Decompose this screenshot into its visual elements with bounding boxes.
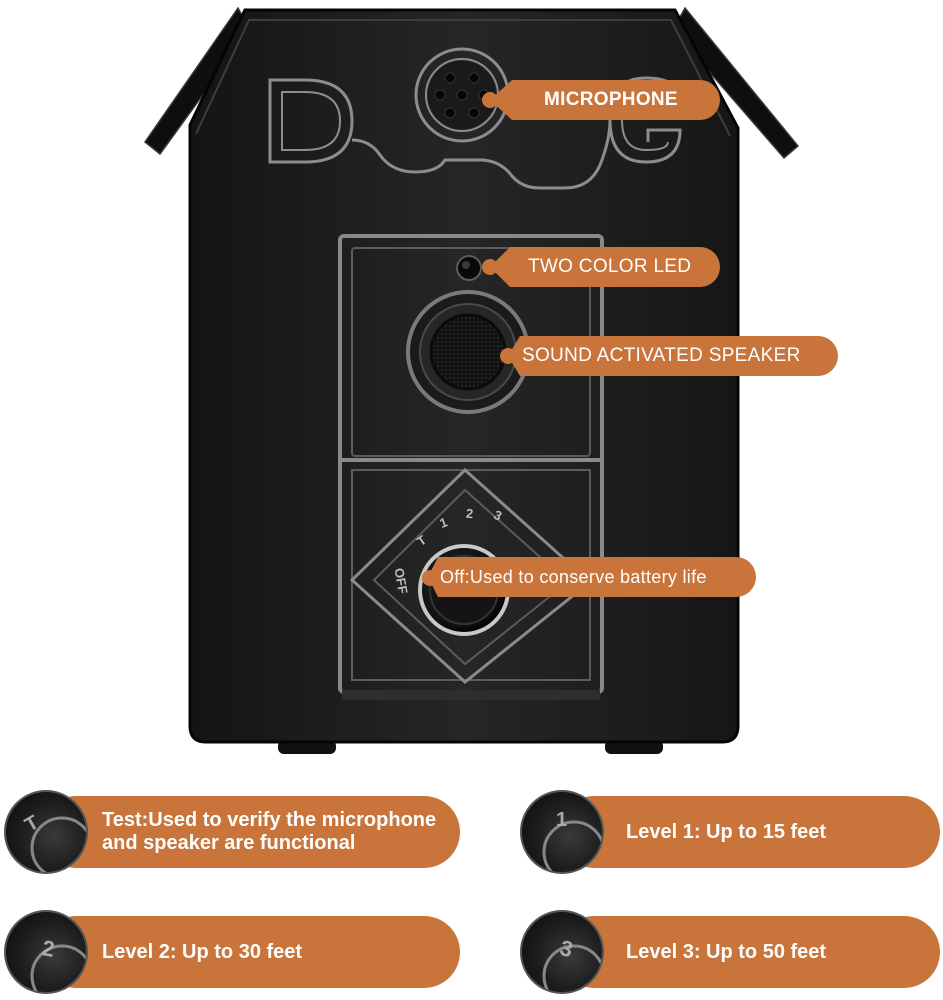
feature-test-line1: Test:Used to verify the microphone	[102, 809, 437, 831]
feature-level-1-label: Level 1: Up to 15 feet	[626, 820, 827, 843]
microphone-holes	[434, 72, 490, 119]
dog-logo	[268, 47, 682, 190]
microphone-label: MICROPHONE	[544, 89, 678, 110]
speaker-callout: SOUND ACTIVATED SPEAKER	[508, 336, 838, 376]
svg-text:1: 1	[556, 809, 567, 831]
feature-test: Test:Used to verify the microphone and s…	[40, 796, 460, 868]
feature-level-1: Level 1: Up to 15 feet	[558, 796, 940, 868]
led-label: TWO COLOR LED	[528, 256, 692, 277]
dial-mark-1: 1	[438, 514, 450, 531]
dial-test-icon: T	[4, 790, 88, 874]
two-color-led	[456, 255, 482, 281]
feature-level-3: Level 3: Up to 50 feet	[558, 916, 940, 988]
off-label: Off:Used to conserve battery life	[440, 566, 707, 587]
feature-level-3-label: Level 3: Up to 50 feet	[626, 940, 827, 963]
speaker-label: SOUND ACTIVATED SPEAKER	[522, 345, 801, 366]
svg-text:3: 3	[557, 935, 575, 962]
feature-test-line2: and speaker are functional	[102, 832, 356, 854]
dial-level-1-icon: 1	[520, 790, 604, 874]
led-callout: TWO COLOR LED	[490, 247, 720, 287]
feature-level-2: Level 2: Up to 30 feet	[40, 916, 460, 988]
control-panel	[338, 234, 604, 694]
feature-level-2-label: Level 2: Up to 30 feet	[102, 940, 303, 963]
svg-text:T: T	[21, 811, 43, 836]
speaker-mesh	[429, 313, 507, 391]
microphone-callout: MICROPHONE	[490, 80, 720, 120]
dial-level-2-icon: 2	[4, 910, 88, 994]
svg-text:2: 2	[40, 935, 56, 962]
dial-mark-off: OFF	[391, 567, 410, 595]
dial-level-3-icon: 3	[520, 910, 604, 994]
off-callout: Off:Used to conserve battery life	[428, 557, 756, 597]
dial-mark-2: 2	[465, 506, 474, 522]
